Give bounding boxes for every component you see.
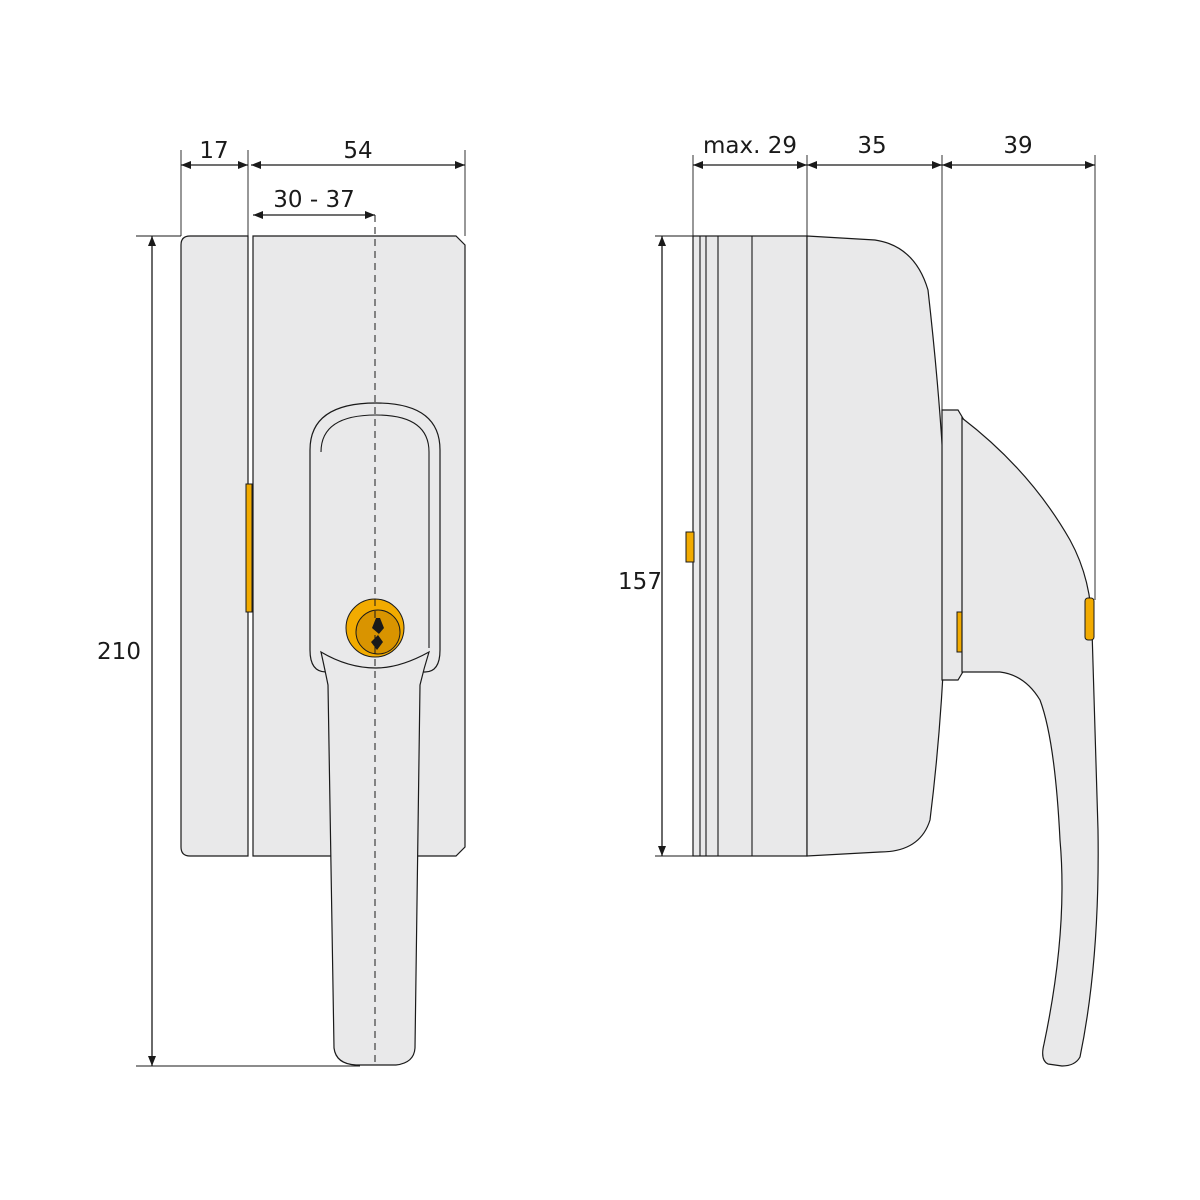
dim-label-54: 54 bbox=[343, 138, 372, 164]
dim-label-157: 157 bbox=[618, 569, 662, 595]
frame-plate-left bbox=[180, 235, 249, 857]
dim-label-210: 210 bbox=[97, 639, 141, 665]
handle-lever-side bbox=[961, 416, 1099, 1067]
strike-plate bbox=[245, 483, 253, 613]
dim-label-30-37: 30 - 37 bbox=[273, 187, 354, 213]
side-view: max. 29 35 39 157 bbox=[618, 133, 1099, 1067]
front-view: 17 54 30 - 37 210 bbox=[97, 138, 466, 1067]
dim-label-39: 39 bbox=[1003, 133, 1032, 159]
strike-plate-side bbox=[685, 531, 695, 563]
keyhole-icon bbox=[371, 618, 384, 650]
handle-collar-inner bbox=[320, 414, 430, 648]
base-plate bbox=[692, 235, 808, 857]
dim-label-35: 35 bbox=[857, 133, 886, 159]
handle-lock-pin bbox=[1084, 597, 1095, 641]
handle-lever-front bbox=[320, 650, 431, 1066]
handle-collar bbox=[309, 402, 441, 673]
dim-label-max29: max. 29 bbox=[703, 133, 797, 159]
lock-housing-side bbox=[806, 235, 948, 857]
dim-label-17: 17 bbox=[199, 138, 228, 164]
